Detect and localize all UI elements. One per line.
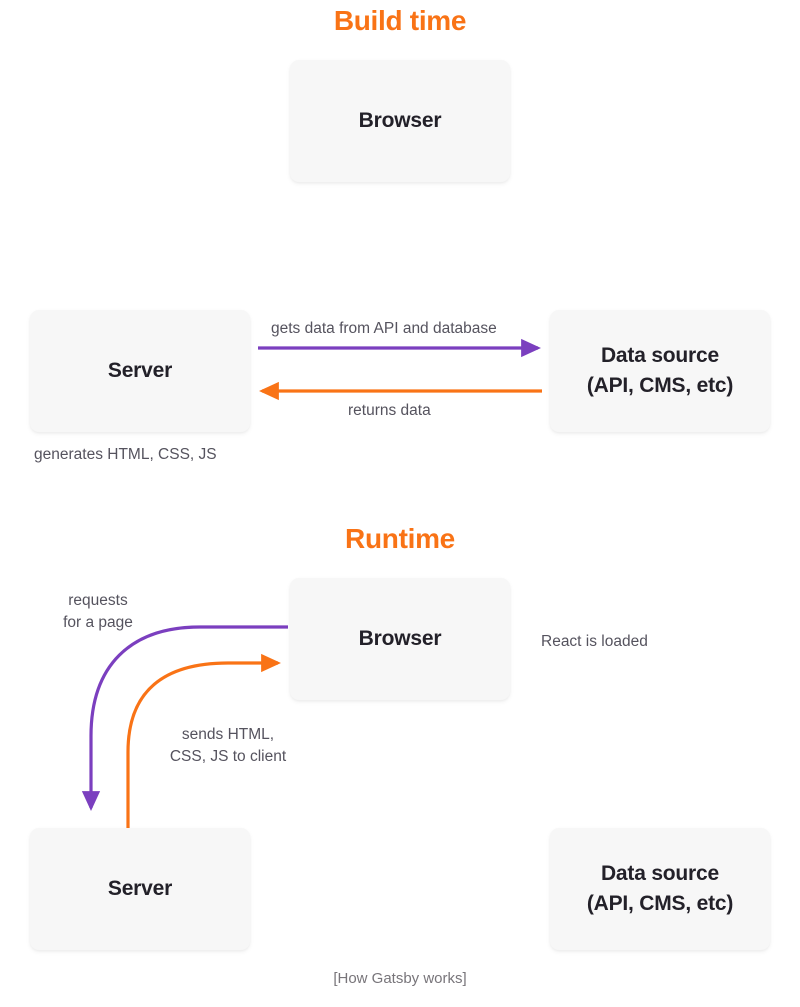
node-server-build-time: Server	[30, 310, 250, 432]
figure-caption: [How Gatsby works]	[333, 970, 467, 987]
node-data-source-runtime: Data source (API, CMS, etc)	[550, 828, 770, 950]
edge-label-returns-data: returns data	[348, 402, 431, 419]
node-browser-runtime: Browser	[290, 578, 510, 700]
node-browser-build-time: Browser	[290, 60, 510, 182]
section-title-build-time: Build time	[333, 5, 467, 36]
edge-label-sends-html-css-js-to-client: sends HTML, CSS, JS to client	[169, 726, 287, 765]
annotation-react-is-loaded: React is loaded	[541, 633, 648, 650]
edge-label-requests-for-a-page: requests for a page	[63, 592, 133, 631]
arrow-sends-html-css-js	[126, 653, 281, 828]
edge-label-gets-data: gets data from API and database	[271, 320, 497, 337]
annotation-generates-html-css-js: generates HTML, CSS, JS	[34, 446, 217, 463]
node-server-runtime: Server	[30, 828, 250, 950]
section-title-runtime: Runtime	[345, 523, 455, 554]
node-data-source-build-time: Data source (API, CMS, etc)	[550, 310, 770, 432]
arrow-requests-for-a-page	[81, 625, 288, 811]
